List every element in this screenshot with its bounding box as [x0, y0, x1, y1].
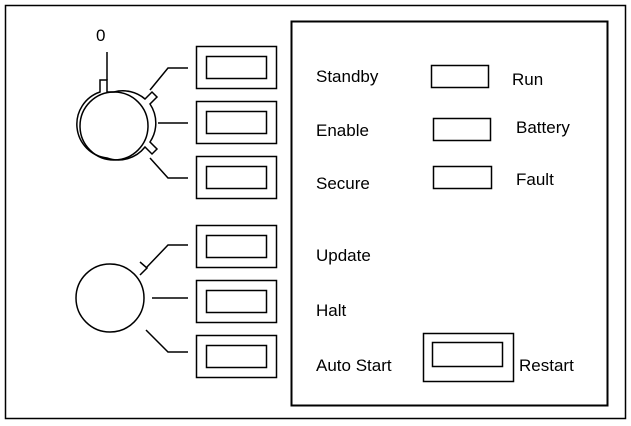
lamp-lower-3-outer — [195, 334, 278, 379]
secure-label: Secure — [316, 174, 370, 193]
battery-label: Battery — [516, 118, 570, 137]
halt-label: Halt — [316, 301, 347, 320]
outer-frame — [4, 4, 627, 420]
lamp-upper-2-outer — [195, 100, 278, 145]
run-indicator — [430, 64, 490, 89]
update-label: Update — [316, 246, 371, 265]
lamp-upper-3-outer — [195, 155, 278, 200]
left-lamps — [195, 45, 278, 379]
lamp-lower-2-outer — [195, 279, 278, 324]
auto-start-label: Auto Start — [316, 356, 392, 375]
lower-key-switch — [75, 244, 188, 353]
lamp-upper-2-inner — [205, 110, 268, 135]
battery-indicator — [432, 117, 492, 142]
upper-lead-3 — [149, 157, 188, 179]
status-panel-frame — [290, 20, 609, 407]
upper-key-switch-knob[interactable] — [78, 90, 152, 162]
key-position-zero-label: 0 — [96, 26, 106, 45]
lamp-upper-3-inner — [205, 165, 268, 190]
lamp-lower-2-inner — [205, 289, 268, 314]
upper-key-switch — [76, 52, 188, 179]
lower-key-switch-core — [75, 263, 145, 333]
restart-button[interactable] — [423, 333, 514, 382]
lamp-lower-1-outer — [195, 224, 278, 269]
lamp-upper-1-outer — [195, 45, 278, 90]
restart-button-inner — [431, 341, 504, 368]
upper-lead-1 — [149, 67, 188, 91]
lamp-upper-1-inner — [205, 55, 268, 80]
upper-key-switch-body — [76, 79, 159, 161]
restart-label: Restart — [519, 356, 574, 375]
lamp-lower-3-inner — [205, 344, 268, 369]
enable-label: Enable — [316, 121, 369, 140]
fault-label: Fault — [516, 170, 554, 189]
lower-lead-3 — [145, 329, 188, 353]
run-label: Run — [512, 70, 544, 89]
lower-lead-1 — [145, 244, 188, 269]
standby-label: Standby — [316, 67, 379, 86]
upper-key-switch-core — [79, 91, 149, 161]
lamp-lower-1-inner — [205, 234, 268, 259]
fault-indicator — [432, 165, 493, 190]
restart-button-outer — [422, 332, 515, 383]
lower-key-switch-knob[interactable] — [74, 262, 148, 334]
